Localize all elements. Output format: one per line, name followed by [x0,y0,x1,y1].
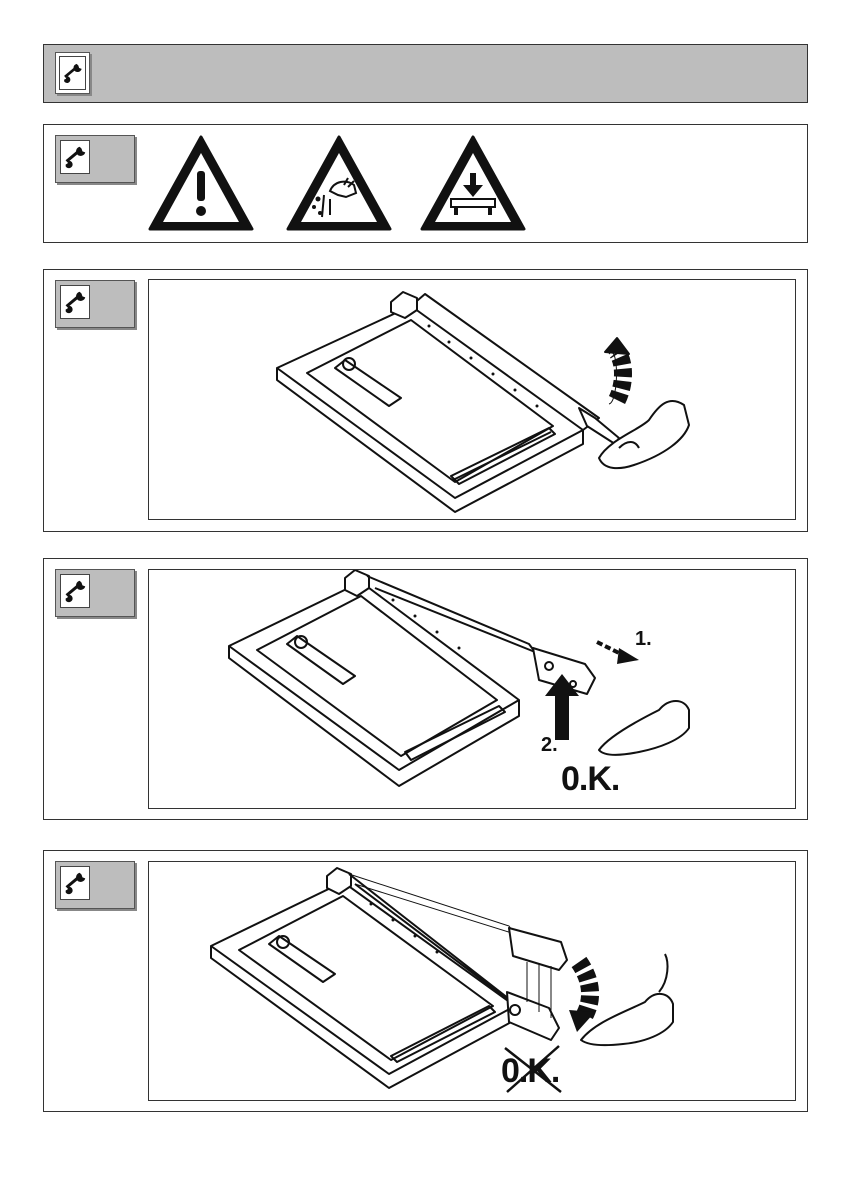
warning-exclamation-icon [146,133,256,233]
ok-label: 0.K. [561,760,619,799]
open-blade-panel [43,269,808,532]
paper-trimmer-closing-illustration [149,570,795,808]
step-two-label: 2. [541,734,558,757]
wrench-icon [60,140,90,174]
wrench-icon [60,285,90,319]
close-blade-illustration-frame: 1. 2. 0.K. [148,569,796,809]
close-wrench-box [55,569,135,617]
wrong-closing-illustration-frame: 0.K. [148,861,796,1101]
paper-trimmer-slamming-illustration [149,862,795,1100]
step-one-label: 1. [635,628,652,651]
wrench-icon [59,56,86,90]
wrong-closing-panel: 0.K. [43,850,808,1112]
open-wrench-box [55,280,135,328]
hand-injury-warning-icon [284,133,394,233]
section-header-bar [43,44,808,103]
warnings-panel [43,124,808,243]
paper-trimmer-open-illustration [149,280,795,519]
close-blade-panel: 1. 2. 0.K. [43,558,808,820]
wrench-icon [60,866,90,900]
warnings-wrench-box [55,135,135,183]
open-blade-illustration-frame [148,279,796,520]
not-ok-label: 0.K. [501,1052,559,1091]
header-wrench-box [55,52,90,94]
heavy-load-warning-icon [418,133,528,233]
wrench-icon [60,574,90,608]
wrong-wrench-box [55,861,135,909]
